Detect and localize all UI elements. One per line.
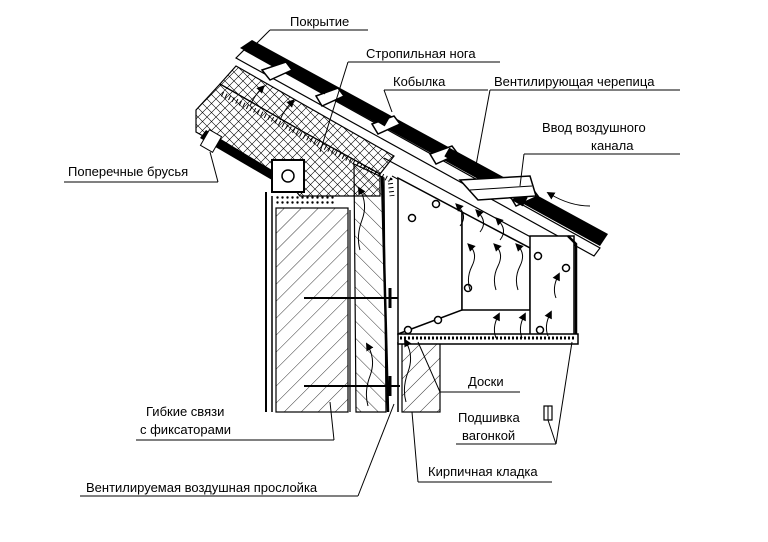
label-air-inlet-2: канала	[591, 138, 634, 153]
vent-channel	[383, 157, 541, 251]
label-flex-ties-1: Гибкие связи	[146, 404, 224, 419]
brick-cladding	[397, 341, 441, 413]
label-brickwork: Кирпичная кладка	[428, 464, 538, 479]
label-cross-bars: Поперечные брусья	[68, 164, 188, 179]
label-soffit-1: Подшивка	[458, 410, 520, 425]
wall-structure	[265, 159, 400, 413]
label-air-inlet-1: Ввод воздушного	[542, 120, 646, 135]
label-rafter: Стропильная нога	[366, 46, 476, 61]
eave-box	[397, 176, 579, 421]
label-boards: Доски	[468, 374, 504, 389]
label-air-gap: Вентилируемая воздушная прослойка	[86, 480, 318, 495]
label-flex-ties-2: с фиксаторами	[140, 422, 231, 437]
label-soffit-2: вагонкой	[462, 428, 515, 443]
labels: Покрытие Стропильная нога Кобылка Вентил…	[68, 14, 655, 495]
label-vent-tile: Вентилирующая черепица	[494, 74, 655, 89]
leader-lines	[64, 29, 680, 497]
label-covering: Покрытие	[290, 14, 349, 29]
air-flow-arrows	[249, 85, 591, 407]
label-kobylka: Кобылка	[393, 74, 446, 89]
